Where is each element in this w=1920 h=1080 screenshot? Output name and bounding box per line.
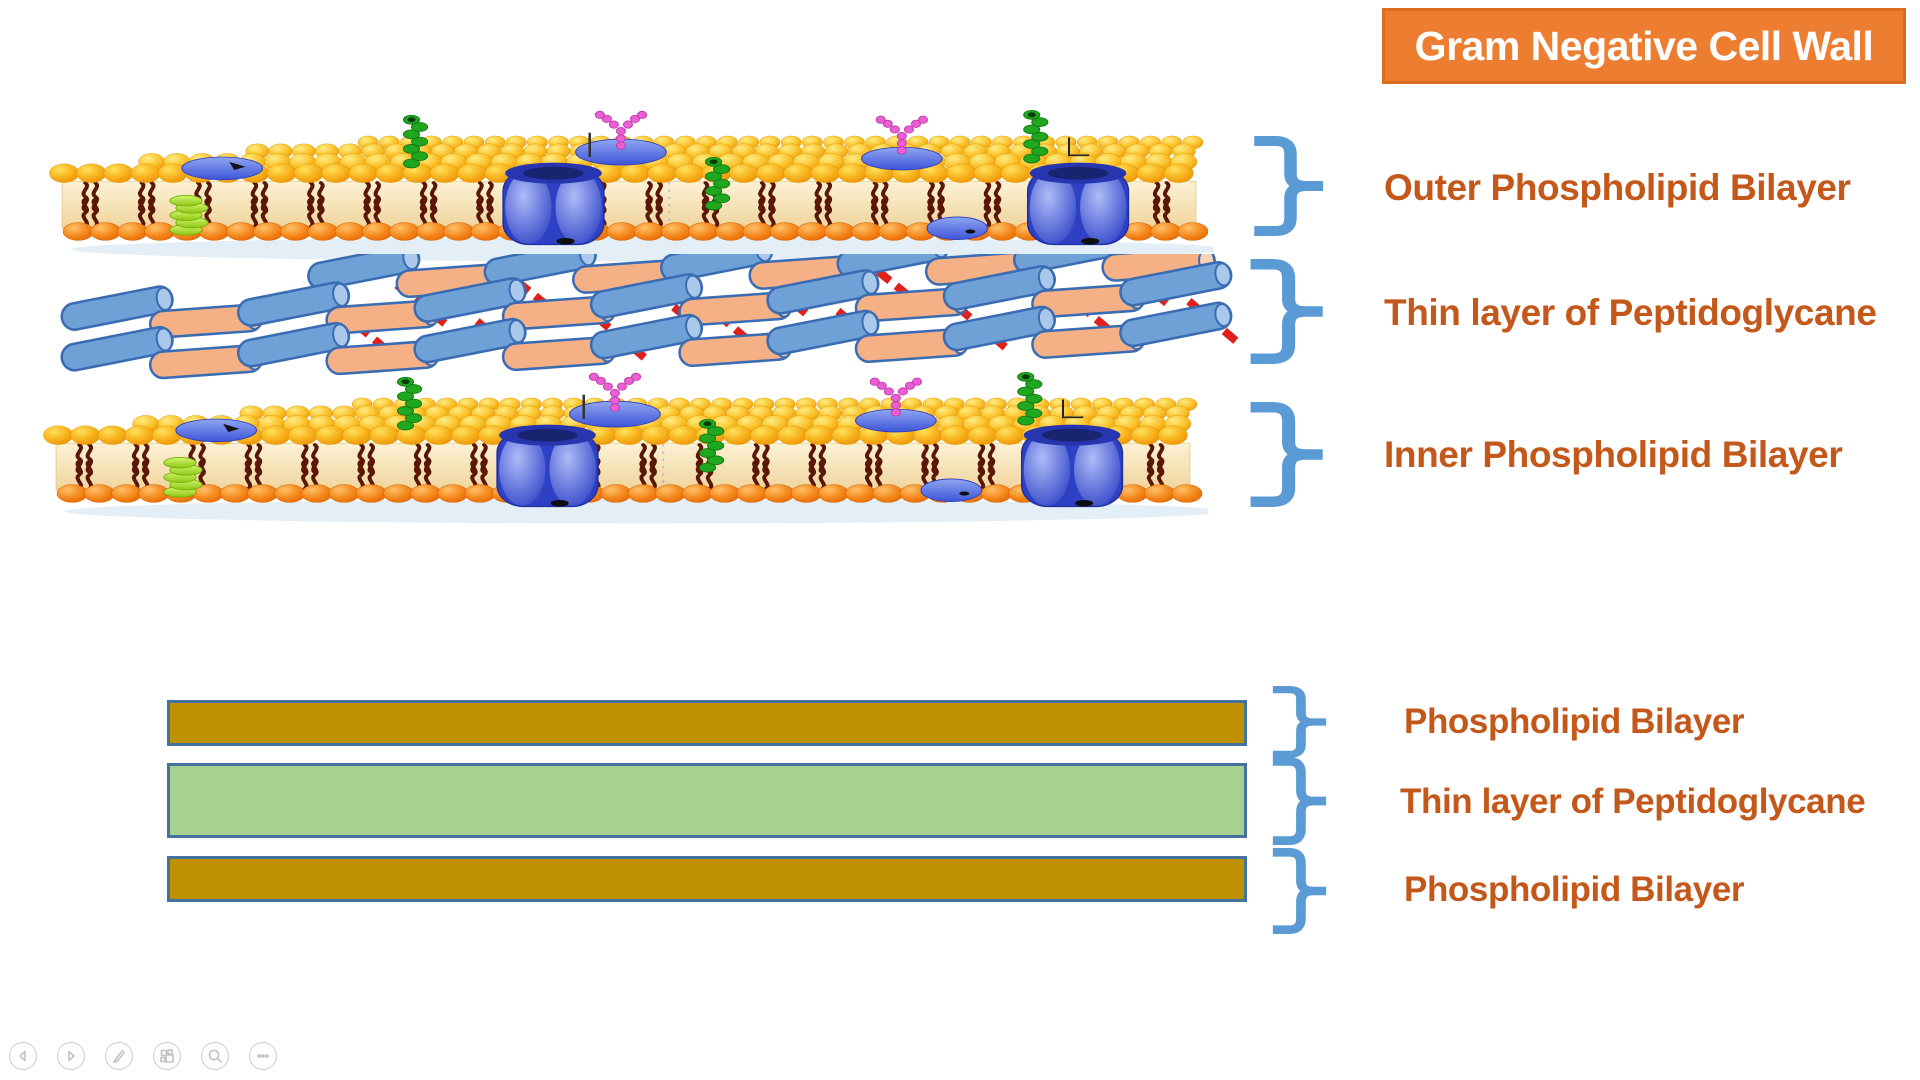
pen-icon (113, 1049, 126, 1064)
brace-inner-bilayer-icon (1250, 402, 1323, 507)
label-inner-bilayer: Inner Phospholipid Bilayer (1384, 434, 1843, 475)
presenter-toolbar (9, 1042, 277, 1070)
label-outer-bilayer: Outer Phospholipid Bilayer (1384, 167, 1851, 208)
schematic-bar-phospholipid-top (167, 700, 1247, 746)
schematic-bar-phospholipid-bottom (167, 856, 1247, 902)
see-all-slides-button[interactable] (153, 1042, 181, 1070)
brace-bar-bottom-icon (1272, 848, 1327, 934)
label-bar-peptidoglycan: Thin layer of Peptidoglycane (1400, 782, 1866, 821)
label-bar-phospholipid-top: Phospholipid Bilayer (1404, 702, 1745, 741)
next-slide-button[interactable] (57, 1042, 85, 1070)
previous-arrow-icon (19, 1050, 26, 1062)
pen-tools-button[interactable] (105, 1042, 133, 1070)
brace-bar-top-icon (1272, 686, 1327, 758)
ellipsis-icon (257, 1054, 269, 1058)
zoom-slide-button[interactable] (201, 1042, 229, 1070)
label-peptidoglycan: Thin layer of Peptidoglycane (1384, 292, 1877, 333)
brace-outer-bilayer-icon (1254, 136, 1323, 236)
label-bar-phospholipid-bottom: Phospholipid Bilayer (1404, 870, 1745, 909)
inner-membrane-illustration (43, 372, 1208, 524)
more-options-button[interactable] (249, 1042, 277, 1070)
peptidoglycan-mesh-illustration (60, 254, 1240, 380)
brace-bar-middle-icon (1272, 757, 1327, 845)
schematic-bar-peptidoglycan (167, 763, 1247, 838)
brace-peptidoglycan-icon (1250, 259, 1323, 364)
magnifier-icon (208, 1049, 222, 1063)
next-arrow-icon (68, 1050, 75, 1062)
slide-grid-icon (160, 1049, 174, 1063)
previous-slide-button[interactable] (9, 1042, 37, 1070)
slide-title: Gram Negative Cell Wall (1382, 8, 1906, 84)
outer-membrane-illustration (49, 110, 1214, 262)
